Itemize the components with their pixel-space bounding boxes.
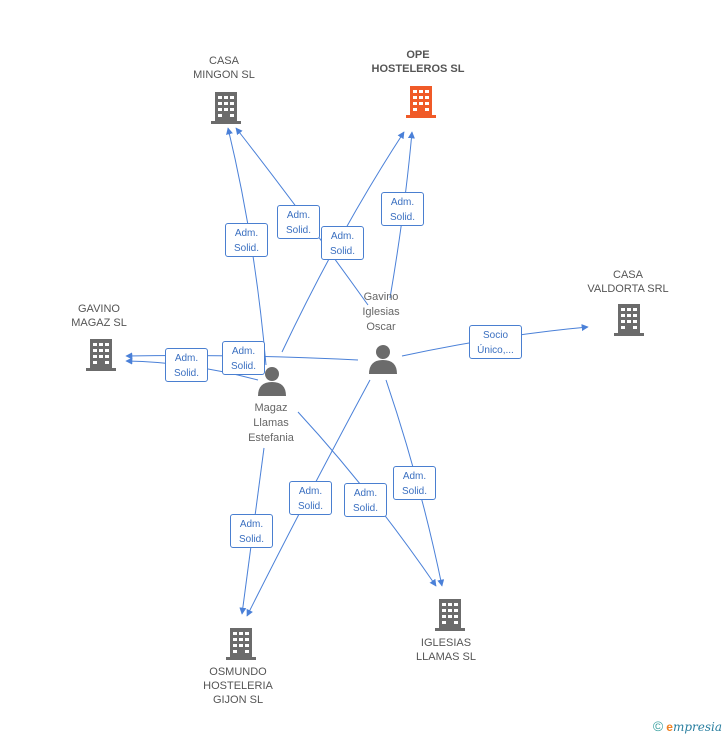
copyright-icon: © (652, 718, 664, 734)
building-icon[interactable] (226, 628, 256, 660)
node-label-gavino-iglesias[interactable]: Gavino Iglesias Oscar (362, 291, 400, 333)
node-label-casa-valdorta[interactable]: CASA VALDORTA SRL (587, 269, 669, 295)
relation-label[interactable]: Socio Único,... (469, 325, 522, 359)
building-icon[interactable] (435, 599, 465, 631)
relation-label[interactable]: Adm. Solid. (321, 226, 364, 260)
node-label-casa-mingon[interactable]: CASA MINGON SL (193, 55, 255, 81)
building-icon[interactable] (211, 90, 241, 124)
node-label-ope-hosteleros[interactable]: OPE HOSTELEROS SL (371, 49, 465, 75)
relation-label[interactable]: Adm. Solid. (222, 341, 265, 375)
person-icon[interactable] (258, 367, 286, 396)
relation-label[interactable]: Adm. Solid. (165, 348, 208, 382)
building-icon[interactable] (86, 339, 116, 371)
relation-label[interactable]: Adm. Solid. (344, 483, 387, 517)
relation-label[interactable]: Adm. Solid. (277, 205, 320, 239)
relation-label[interactable]: Adm. Solid. (289, 481, 332, 515)
relation-label[interactable]: Adm. Solid. (225, 223, 268, 257)
brand-name: mpresia (672, 720, 722, 734)
node-label-osmundo[interactable]: OSMUNDO HOSTELERIA GIJON SL (203, 666, 273, 706)
footer-brand[interactable]: ©empresia (653, 718, 722, 734)
node-label-gavino-magaz[interactable]: GAVINO MAGAZ SL (71, 303, 127, 329)
brand-initial: e (666, 720, 673, 734)
relation-label[interactable]: Adm. Solid. (393, 466, 436, 500)
relation-label[interactable]: Adm. Solid. (230, 514, 273, 548)
person-icon[interactable] (369, 345, 397, 374)
building-icon[interactable] (614, 304, 644, 336)
node-label-magaz-llamas[interactable]: Magaz Llamas Estefania (248, 402, 294, 444)
building-icon[interactable] (406, 86, 436, 118)
node-label-iglesias-llamas[interactable]: IGLESIAS LLAMAS SL (416, 637, 476, 663)
relation-label[interactable]: Adm. Solid. (381, 192, 424, 226)
